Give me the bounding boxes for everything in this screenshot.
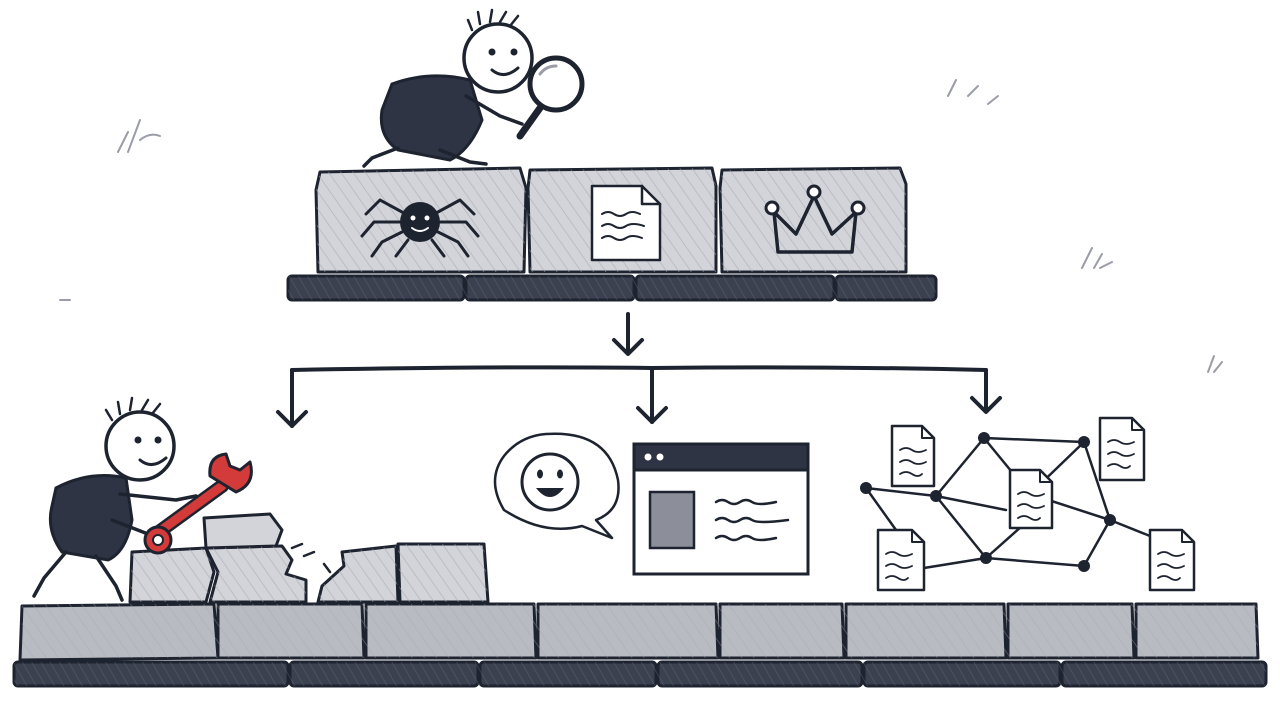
top-tier: [286, 8, 938, 302]
magnifying-glass-icon: [516, 55, 585, 140]
network-doc: [1008, 468, 1054, 530]
top-tier-base: [286, 274, 938, 302]
network-doc: [876, 528, 926, 592]
crown-icon: [764, 184, 866, 254]
bottom-base-row: [12, 660, 1268, 688]
network-doc: [1098, 416, 1146, 482]
top-block-crown: [718, 166, 908, 274]
browser-window-icon: [632, 442, 810, 576]
repair-head: [104, 410, 176, 482]
inspector-head: [462, 22, 534, 94]
wrench-icon: [143, 452, 253, 555]
background-scribbles: [59, 79, 1223, 373]
inspector-figure: [362, 8, 585, 168]
smiley-speech-bubble-icon: [493, 432, 620, 540]
network-doc: [1148, 528, 1196, 592]
bottom-stone-row: [18, 602, 1260, 662]
bottom-tier: [12, 396, 1268, 688]
top-block-document: [526, 166, 718, 274]
spider-icon: [360, 198, 480, 258]
broken-stone-blocks: [128, 512, 490, 604]
network-doc: [890, 424, 936, 488]
chat-and-browser: [493, 432, 810, 576]
repair-figure: [32, 396, 253, 602]
linked-documents-network: [860, 416, 1196, 592]
network-nodes: [860, 432, 1116, 572]
branch-connector: [276, 312, 1002, 428]
top-block-spider: [314, 166, 528, 274]
document-icon: [590, 184, 662, 262]
